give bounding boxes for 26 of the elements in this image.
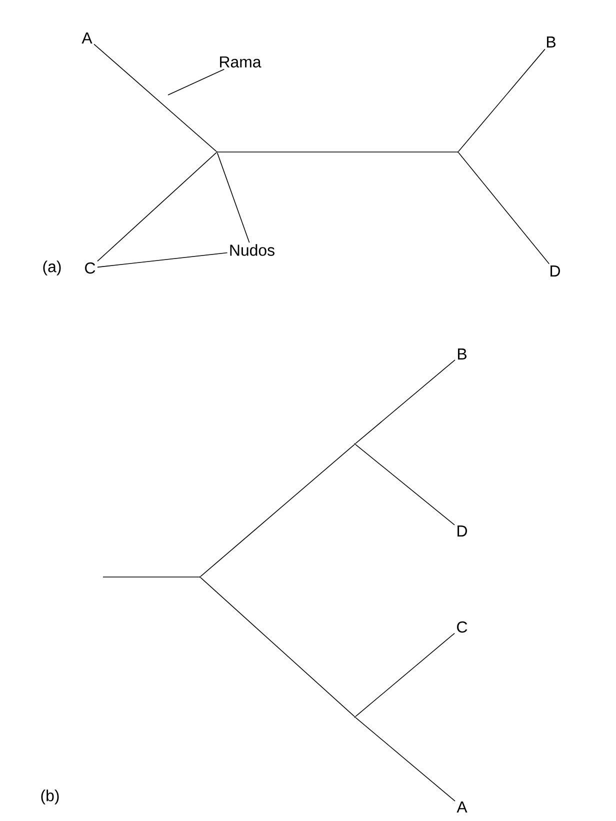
leader-line (216, 152, 250, 243)
leaf-label: B (458, 348, 466, 360)
leaf-label: D (550, 266, 560, 276)
tree-branch (458, 152, 550, 264)
tree-branch (200, 444, 355, 577)
panel-label: (b) (41, 790, 59, 804)
callout-label: Rama (220, 56, 262, 68)
leader-line (168, 68, 225, 96)
tree-branch (94, 44, 217, 152)
callout-label: Nudos (230, 244, 274, 256)
panel-label: (a) (43, 260, 61, 276)
tree-branch (200, 577, 355, 717)
leaf-label: C (85, 262, 96, 274)
leaf-label: A (82, 32, 92, 44)
leader-line (97, 252, 228, 268)
leaf-label: B (547, 36, 556, 48)
leaf-label: D (458, 526, 467, 536)
leaf-label: A (456, 802, 468, 812)
tree-branch (355, 444, 455, 526)
tree-branch (355, 717, 456, 802)
tree-branch (97, 152, 217, 262)
tree-branch (355, 632, 455, 717)
tree-branch (458, 48, 546, 152)
tree-branch (355, 360, 456, 444)
leaf-label: C (457, 621, 468, 633)
tree-branch (102, 576, 200, 578)
